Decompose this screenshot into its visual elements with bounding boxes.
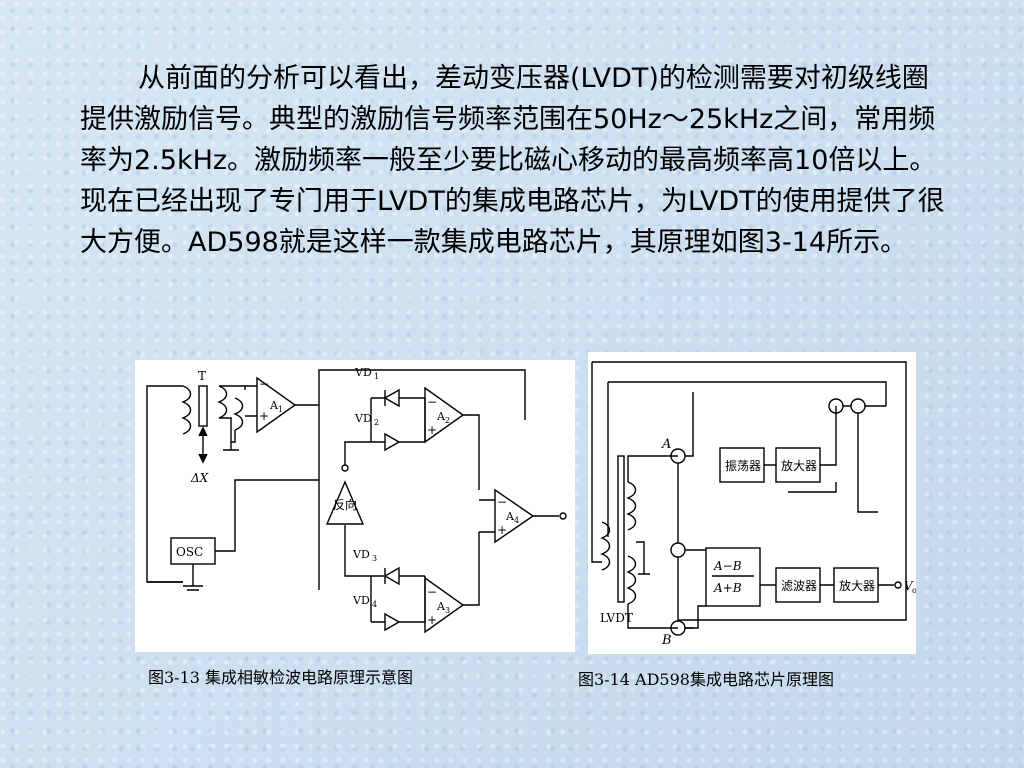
a3-output-wire bbox=[463, 532, 480, 606]
svg-text:LVDT: LVDT bbox=[600, 611, 633, 625]
inner-loop-wire bbox=[607, 381, 887, 537]
diode-vd4 bbox=[371, 612, 425, 632]
svg-text:−: − bbox=[427, 585, 437, 599]
svg-text:−: − bbox=[259, 377, 269, 391]
lvdt-core bbox=[617, 455, 625, 603]
output-terminal bbox=[559, 512, 567, 520]
diode-vd2 bbox=[371, 432, 425, 452]
svg-text:3: 3 bbox=[445, 606, 450, 615]
primary-coil bbox=[181, 385, 192, 435]
svg-text:3: 3 bbox=[372, 554, 377, 563]
output-terminal-vo bbox=[894, 581, 902, 589]
node-mid bbox=[670, 542, 686, 558]
amplifier-a1 bbox=[256, 376, 297, 434]
svg-text:OSC: OSC bbox=[176, 545, 203, 559]
svg-text:VD: VD bbox=[354, 366, 372, 379]
a2-output-wire bbox=[463, 414, 480, 490]
svg-text:+: + bbox=[427, 613, 437, 627]
svg-text:+: + bbox=[497, 523, 507, 537]
lvdt-wiring bbox=[627, 455, 678, 629]
svg-text:A+B: A+B bbox=[713, 581, 742, 595]
svg-text:2: 2 bbox=[374, 418, 379, 427]
svg-text:−: − bbox=[427, 395, 437, 409]
svg-text:B: B bbox=[661, 633, 672, 648]
body-text: 从前面的分析可以看出，差动变压器(LVDT)的检测需要对初级线圈提供激励信号。典… bbox=[80, 58, 950, 263]
svg-text:−: − bbox=[497, 495, 507, 509]
top-block-wiring bbox=[764, 406, 837, 493]
diode-vd1 bbox=[371, 388, 425, 408]
svg-text:4: 4 bbox=[372, 600, 377, 609]
body-paragraph: 从前面的分析可以看出，差动变压器(LVDT)的检测需要对初级线圈提供激励信号。典… bbox=[80, 63, 945, 258]
svg-text:4: 4 bbox=[514, 516, 519, 525]
lvdt-primary-coil bbox=[600, 521, 611, 571]
svg-text:A: A bbox=[436, 600, 446, 613]
osc-wires bbox=[183, 479, 319, 591]
a1-output-wire bbox=[245, 369, 526, 590]
svg-text:A: A bbox=[661, 437, 671, 452]
inverter-block bbox=[325, 480, 365, 525]
svg-text:1: 1 bbox=[374, 372, 379, 381]
svg-text:2: 2 bbox=[445, 416, 450, 425]
svg-text:+: + bbox=[259, 409, 269, 423]
amplifier-a3 bbox=[424, 576, 465, 634]
outer-loop-wire bbox=[591, 361, 907, 621]
caption-figure-3-14: 图3-14 AD598集成电路芯片原理图 bbox=[578, 670, 834, 689]
lvdt-secondary-coil-2 bbox=[626, 555, 637, 605]
svg-text:放大器: 放大器 bbox=[781, 458, 817, 473]
svg-text:+: + bbox=[427, 423, 437, 437]
vd-bridge-top bbox=[370, 398, 426, 442]
secondary-wiring bbox=[219, 385, 246, 451]
svg-text:反向: 反向 bbox=[333, 497, 357, 512]
svg-text:A−B: A−B bbox=[713, 559, 742, 573]
svg-text:放大器: 放大器 bbox=[839, 578, 875, 593]
lvdt-secondary-coil-1 bbox=[626, 481, 637, 531]
inverter-wires bbox=[344, 441, 371, 577]
amplifier-a2 bbox=[424, 386, 465, 444]
transformer-core bbox=[198, 385, 208, 427]
node-wiring bbox=[677, 392, 706, 629]
svg-text:滤波器: 滤波器 bbox=[781, 579, 817, 593]
secondary-coil-1 bbox=[217, 385, 228, 419]
displacement-label: ΔX bbox=[190, 471, 209, 485]
svg-text:A: A bbox=[505, 510, 515, 523]
amplifier-a4 bbox=[494, 488, 535, 544]
terminal-2 bbox=[850, 398, 866, 414]
svg-text:1: 1 bbox=[278, 405, 283, 414]
svg-text:VD: VD bbox=[354, 412, 372, 425]
svg-text:VD: VD bbox=[352, 594, 370, 607]
figure-3-13: T ΔX − + A 1 VD 1 VD 2 − + A 2 反向 − + A … bbox=[135, 360, 575, 652]
svg-text:o: o bbox=[912, 586, 916, 595]
a1-label: A bbox=[269, 399, 279, 412]
transformer-label: T bbox=[198, 369, 206, 383]
svg-text:A: A bbox=[436, 410, 446, 423]
svg-text:VD: VD bbox=[352, 548, 370, 561]
a4-wires bbox=[479, 499, 559, 533]
figure-3-14: LVDT A B 振荡器 放大器 A−B A+B 滤波器 放大器 V o bbox=[588, 352, 917, 654]
svg-text:振荡器: 振荡器 bbox=[725, 459, 761, 473]
svg-text:V: V bbox=[904, 579, 914, 593]
inverter-bubble bbox=[341, 464, 349, 472]
diode-vd3 bbox=[371, 566, 425, 586]
secondary-coil-2 bbox=[233, 397, 244, 431]
ratio-block bbox=[705, 547, 761, 607]
caption-figure-3-13: 图3-13 集成相敏检波电路原理示意图 bbox=[148, 668, 414, 687]
